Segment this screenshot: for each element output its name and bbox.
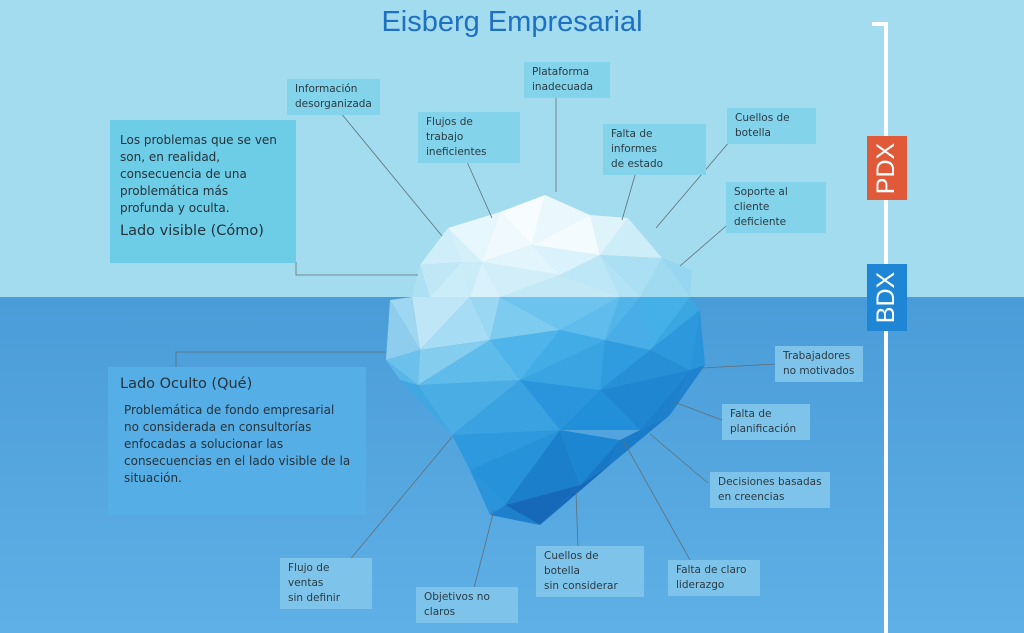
visible-side-text: Los problemas que se ven son, en realida… bbox=[120, 133, 277, 215]
label-flujos-de-trabajo: Flujos de trabajo ineficientes bbox=[418, 112, 520, 163]
bdx-badge: BDX bbox=[867, 264, 907, 331]
label-falta-de-liderazgo: Falta de claro liderazgo bbox=[668, 560, 760, 596]
label-cuellos-de-botella-top: Cuellos de botella bbox=[727, 108, 816, 144]
label-objetivos-no-claros: Objetivos no claros bbox=[416, 587, 518, 623]
label-decisiones-basadas: Decisiones basadas en creencias bbox=[710, 472, 830, 508]
pdx-badge: PDX bbox=[867, 136, 907, 200]
label-flujo-de-ventas: Flujo de ventas sin definir bbox=[280, 558, 372, 609]
iceberg-tip bbox=[412, 195, 692, 297]
visible-side-panel: Los problemas que se ven son, en realida… bbox=[110, 120, 296, 263]
pdx-label: PDX bbox=[872, 142, 901, 194]
hidden-side-heading: Lado Oculto (Qué) bbox=[120, 376, 253, 392]
label-plataforma-inadecuada: Plataforma inadecuada bbox=[524, 62, 610, 98]
bdx-label: BDX bbox=[872, 271, 901, 324]
bracket-line bbox=[872, 22, 888, 633]
visible-side-heading: Lado visible (Cómo) bbox=[120, 223, 264, 239]
label-soporte-al-cliente: Soporte al cliente deficiente bbox=[726, 182, 826, 233]
iceberg-underwater bbox=[386, 297, 705, 525]
label-cuellos-de-botella-bottom: Cuellos de botella sin considerar bbox=[536, 546, 644, 597]
label-trabajadores-no-motivados: Trabajadores no motivados bbox=[775, 346, 863, 382]
hidden-side-panel: Lado Oculto (Qué) Problemática de fondo … bbox=[108, 367, 366, 515]
label-falta-de-informes: Falta de informes de estado bbox=[603, 124, 706, 175]
hidden-side-text: Problemática de fondo empresarial no con… bbox=[124, 403, 351, 485]
label-falta-de-planificacion: Falta de planificación bbox=[722, 404, 810, 440]
label-informacion-desorganizada: Información desorganizada bbox=[287, 79, 380, 115]
page-title: Eisberg Empresarial bbox=[381, 6, 643, 38]
